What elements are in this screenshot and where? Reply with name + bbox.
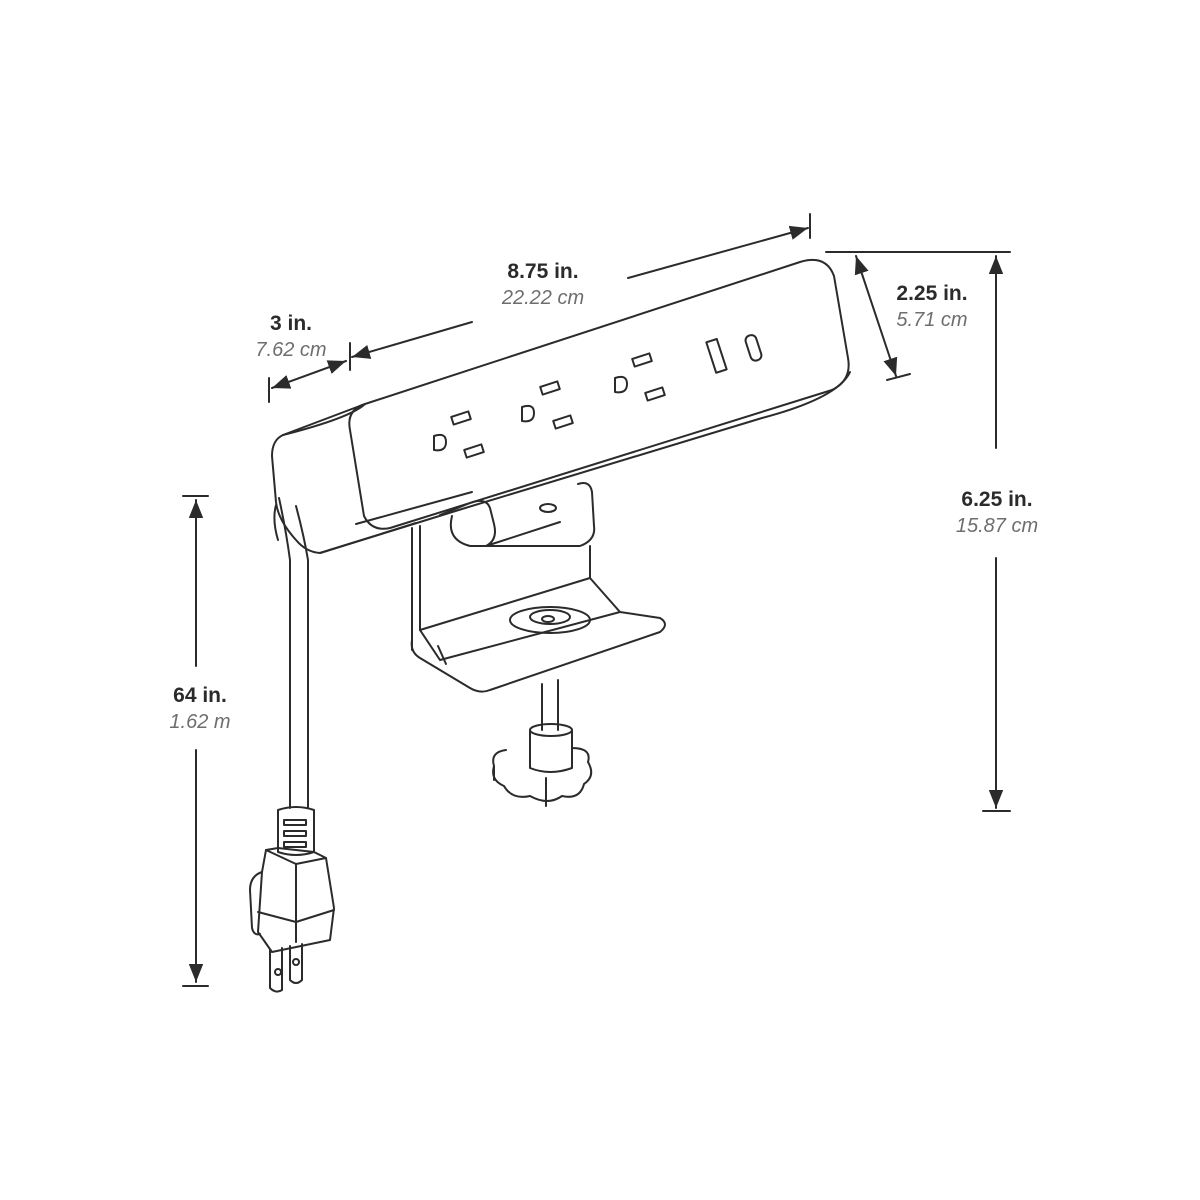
dimension-line-total-height	[982, 255, 1011, 812]
total-height-metric: 15.87 cm	[955, 515, 1039, 537]
dimension-label-length: 8.75 in. 22.22 cm	[478, 261, 608, 308]
power-cord	[273, 497, 309, 809]
outlet-2	[521, 380, 574, 430]
face-height-imperial: 2.25 in.	[896, 282, 968, 305]
depth-metric: 7.62 cm	[255, 339, 327, 361]
dimension-label-cord-length: 64 in. 1.62 m	[150, 685, 250, 732]
length-imperial: 8.75 in.	[507, 260, 579, 283]
length-metric: 22.22 cm	[501, 287, 585, 309]
dimension-line-depth	[268, 360, 347, 403]
cord-length-imperial: 64 in.	[173, 684, 227, 707]
dimension-label-total-height: 6.25 in. 15.87 cm	[937, 489, 1057, 536]
depth-imperial: 3 in.	[269, 312, 312, 335]
outlet-3	[614, 352, 666, 402]
power-plug	[249, 806, 335, 993]
dimension-line-length	[349, 213, 811, 371]
cord-length-metric: 1.62 m	[169, 711, 231, 733]
dimension-line-face-height	[825, 251, 1011, 381]
dimension-label-depth: 3 in. 7.62 cm	[236, 313, 346, 360]
dimension-line-cord-length	[182, 495, 209, 987]
dimension-label-face-height: 2.25 in. 5.71 cm	[872, 283, 992, 330]
desk-clamp	[410, 482, 666, 807]
usb-a-port	[705, 337, 728, 374]
usb-c-port	[744, 334, 763, 362]
face-height-metric: 5.71 cm	[896, 309, 968, 331]
total-height-imperial: 6.25 in.	[961, 488, 1033, 511]
outlet-1	[433, 410, 485, 459]
power-strip-body	[271, 258, 851, 554]
